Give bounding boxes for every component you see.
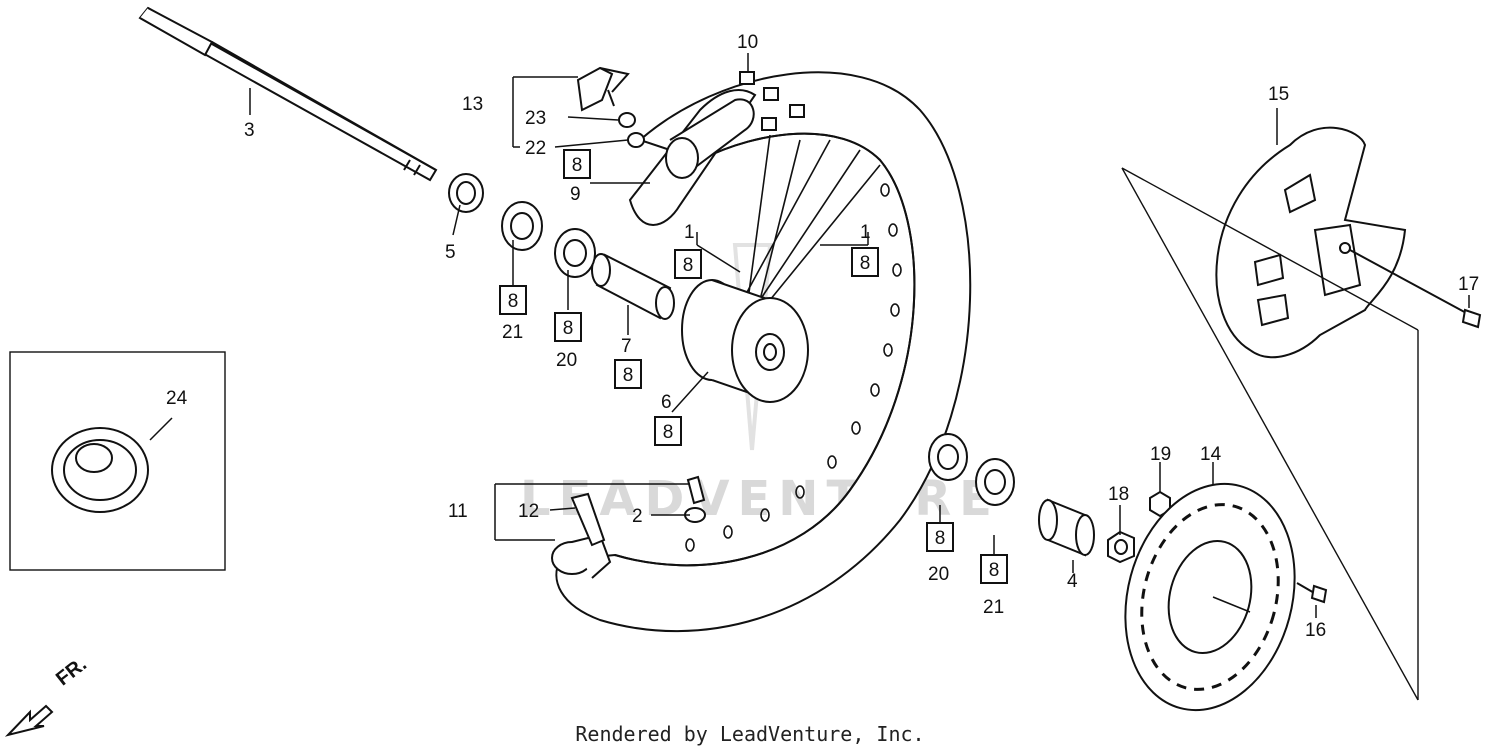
callout-1-left[interactable]: 1: [684, 222, 695, 243]
axle-part-3[interactable]: [138, 6, 438, 182]
callout-14[interactable]: 14: [1200, 444, 1222, 465]
callout-13[interactable]: 13: [462, 94, 483, 115]
bearing-part-20-left[interactable]: [554, 228, 596, 278]
callout-22[interactable]: 22: [525, 138, 546, 159]
boxed-ref-20a[interactable]: 8: [554, 312, 582, 342]
callout-23[interactable]: 23: [525, 108, 546, 129]
boxed-ref-6-label: 8: [663, 422, 674, 443]
footer-credit: Rendered by LeadVenture, Inc.: [575, 722, 925, 746]
boxed-ref-1a[interactable]: 8: [674, 249, 702, 279]
callout-9[interactable]: 9: [570, 184, 581, 205]
callout-4[interactable]: 4: [1067, 571, 1078, 592]
callout-15[interactable]: 15: [1268, 84, 1289, 105]
boxed-ref-21b-label: 8: [989, 560, 1000, 581]
rim-spoke-holes: [685, 183, 902, 552]
boxed-ref-20b[interactable]: 8: [926, 522, 954, 552]
tube-section-part-11[interactable]: [551, 533, 612, 579]
nut-part-18[interactable]: [1107, 530, 1135, 564]
bearing-part-21-left[interactable]: [501, 201, 543, 251]
dust-seal-part-5[interactable]: [448, 173, 484, 213]
rim-band-part-12[interactable]: [570, 492, 606, 547]
nut-part-22[interactable]: [627, 132, 645, 148]
callout-18[interactable]: 18: [1108, 484, 1129, 505]
distance-collar-part-7[interactable]: [591, 253, 675, 320]
callout-11[interactable]: 11: [448, 501, 468, 522]
bolt-part-17[interactable]: [1349, 249, 1482, 329]
callout-10[interactable]: 10: [737, 32, 758, 53]
callout-20-right[interactable]: 20: [928, 564, 949, 585]
boxed-ref-1b-label: 8: [860, 253, 871, 274]
washer-part-23[interactable]: [618, 112, 636, 128]
boxed-ref-9-label: 8: [572, 155, 583, 176]
boxed-ref-1b[interactable]: 8: [851, 247, 879, 277]
boxed-ref-9[interactable]: 8: [563, 149, 591, 179]
callout-6[interactable]: 6: [661, 392, 672, 413]
callout-12[interactable]: 12: [518, 501, 539, 522]
boxed-ref-21b[interactable]: 8: [980, 554, 1008, 584]
projection-lines: [1121, 167, 1419, 701]
callout-20-left[interactable]: 20: [556, 350, 577, 371]
leader-lines: [149, 53, 1470, 618]
rim-lock-part-13[interactable]: [576, 66, 630, 112]
bearing-part-21-right[interactable]: [975, 458, 1015, 506]
front-direction-arrow: [4, 704, 54, 737]
bearing-part-20-right[interactable]: [928, 433, 968, 481]
tube-part-10[interactable]: [665, 71, 805, 179]
bolt-part-16[interactable]: [1296, 582, 1328, 604]
boxed-ref-7[interactable]: 8: [614, 359, 642, 389]
boxed-ref-20b-label: 8: [935, 528, 946, 549]
brake-disc-part-14[interactable]: [1101, 465, 1319, 730]
valve-part-2[interactable]: [684, 475, 706, 523]
callout-3[interactable]: 3: [244, 120, 255, 141]
callout-1-right[interactable]: 1: [860, 222, 871, 243]
callout-21-right[interactable]: 21: [983, 597, 1004, 618]
callout-7[interactable]: 7: [621, 336, 632, 357]
callout-2[interactable]: 2: [632, 506, 643, 527]
boxed-ref-1a-label: 8: [683, 255, 694, 276]
inset-box: [9, 351, 226, 571]
callout-5[interactable]: 5: [445, 242, 456, 263]
callout-labels: 3 5 21 20 7 6 9 10 1 1 13 23 22 11 12 2 …: [166, 32, 1479, 641]
boxed-ref-21a[interactable]: 8: [499, 285, 527, 315]
grommet-part-24[interactable]: [51, 427, 149, 513]
callout-17[interactable]: 17: [1458, 274, 1479, 295]
disc-cover-part-15[interactable]: [1215, 126, 1407, 359]
callout-21-left[interactable]: 21: [502, 322, 523, 343]
callout-24[interactable]: 24: [166, 388, 188, 409]
boxed-ref-21a-label: 8: [508, 291, 519, 312]
hub-part-6[interactable]: [681, 279, 809, 403]
callout-19[interactable]: 19: [1150, 444, 1171, 465]
boxed-ref-20a-label: 8: [563, 318, 574, 339]
spokes-part-1[interactable]: [739, 134, 881, 306]
side-collar-part-4[interactable]: [1038, 498, 1095, 557]
boxed-ref-7-label: 8: [623, 365, 634, 386]
boxed-ref-6[interactable]: 8: [654, 416, 682, 446]
callout-16[interactable]: 16: [1305, 620, 1326, 641]
tire[interactable]: [555, 71, 972, 633]
